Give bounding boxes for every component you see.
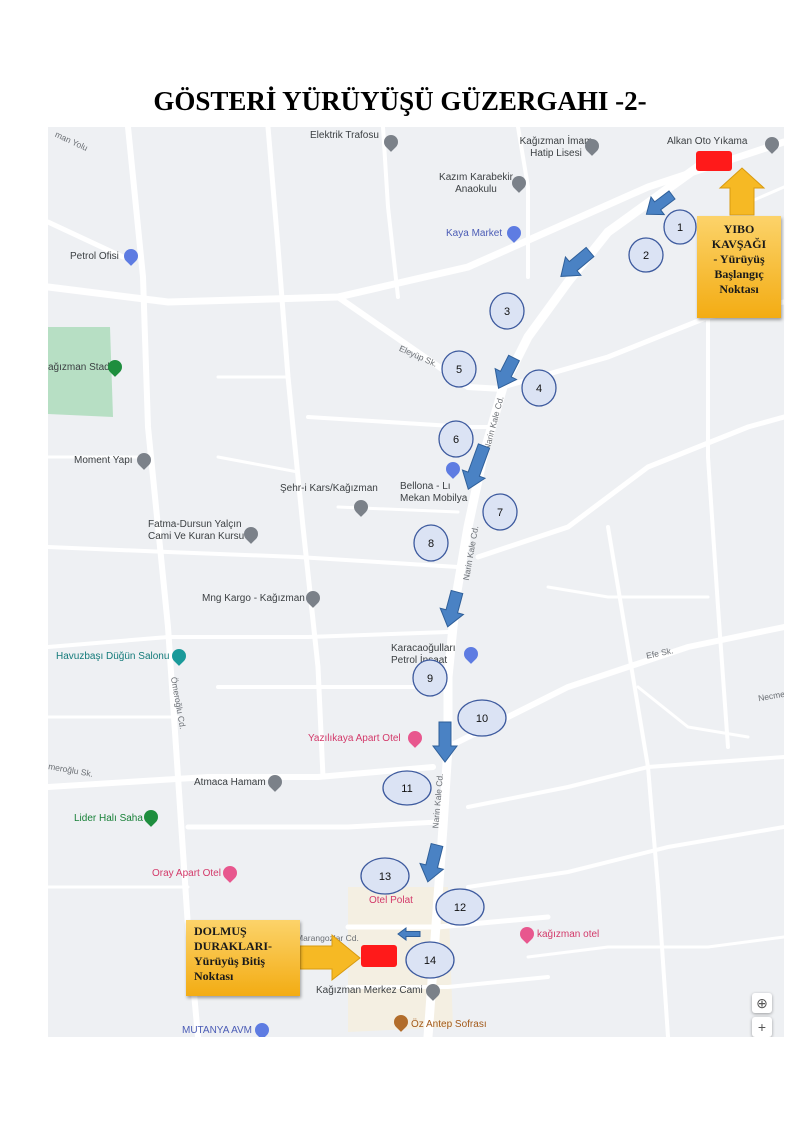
route-arrow-5 xyxy=(439,589,465,628)
step-number: 13 xyxy=(379,871,391,883)
step-marker-10[interactable] xyxy=(457,699,507,737)
step-marker-12[interactable] xyxy=(435,888,485,926)
callout-pointers xyxy=(299,167,766,982)
place-label-oray-apart: Oray Apart Otel xyxy=(152,868,221,879)
place-label-imam-hatip: Kağızman İmam Hatip Lisesi xyxy=(519,136,593,159)
step-marker-7[interactable] xyxy=(482,493,518,531)
step-marker-1[interactable] xyxy=(663,209,697,245)
route-arrow-8 xyxy=(397,927,421,941)
start-callout-line: Başlangıç xyxy=(714,267,764,281)
route-arrow-1 xyxy=(645,190,676,216)
step-marker-6[interactable] xyxy=(438,420,474,458)
place-label-kaya-market: Kaya Market xyxy=(446,228,503,239)
route-arrows xyxy=(397,190,676,941)
start-callout-line: Noktası xyxy=(719,282,759,296)
place-label-mutanya: MUTANYA AVM xyxy=(182,1025,253,1036)
step-marker-2[interactable] xyxy=(628,237,664,273)
end-pointer-arrow xyxy=(299,933,361,982)
step-marker-3[interactable] xyxy=(489,292,525,330)
step-marker-13[interactable] xyxy=(360,857,410,895)
step-number: 9 xyxy=(427,673,433,685)
start-callout-line: YIBO xyxy=(723,222,755,236)
place-label-yazilikaya: Yazılıkaya Apart Otel xyxy=(308,733,401,744)
route-arrow-6 xyxy=(432,721,458,763)
step-marker-9[interactable] xyxy=(412,659,448,697)
end-point-marker[interactable] xyxy=(361,945,397,967)
step-number: 5 xyxy=(456,364,462,376)
start-point-marker[interactable] xyxy=(696,151,732,171)
step-marker-4[interactable] xyxy=(521,369,557,407)
zoom-in-button[interactable]: + xyxy=(752,1017,772,1037)
place-label-merkez-cami: Kağızman Merkez Cami xyxy=(316,985,423,996)
start-callout-line: - Yürüyüş xyxy=(713,252,765,266)
step-marker-8[interactable] xyxy=(413,524,449,562)
place-label-elektrik-trafosu: Elektrik Trafosu xyxy=(310,130,379,141)
step-number: 11 xyxy=(401,783,412,795)
step-marker-14[interactable] xyxy=(405,941,455,979)
step-marker-5[interactable] xyxy=(441,350,477,388)
place-label-havuzbasi: Havuzbaşı Düğün Salonu xyxy=(56,651,170,662)
route-arrow-4 xyxy=(461,443,491,491)
step-number: 3 xyxy=(504,306,510,318)
route-arrow-2 xyxy=(560,246,595,277)
street-label-marangozlar: Marangozlar Cd. xyxy=(296,933,359,943)
place-label-bellona: Bellona - Lı Mekan Mobilya xyxy=(400,481,468,504)
start-pointer-arrow xyxy=(718,167,766,216)
step-number: 10 xyxy=(476,713,488,725)
place-label-fatma-dursun: Fatma-Dursun Yalçın Cami Ve Kuran Kursu xyxy=(148,519,245,542)
place-label-otel-polat: Otel Polat xyxy=(369,895,413,906)
end-callout-line: Yürüyüş Bitiş xyxy=(194,954,266,968)
place-label-kagizman-otel: kağızman otel xyxy=(537,929,600,940)
place-label-sehri-kars: Şehr-i Kars/Kağızman xyxy=(280,483,378,494)
locate-me-icon[interactable]: ⊕ xyxy=(752,993,772,1013)
place-label-kagizman-stadi: ağızman Stadı xyxy=(48,362,113,373)
route-step-numbers: 1 2 3 4 5 6 7 8 9 10 11 12 13 14 xyxy=(379,222,683,967)
end-callout-line: DOLMUŞ xyxy=(194,924,247,938)
route-arrow-7 xyxy=(419,842,445,883)
start-callout-line: KAVŞAĞI xyxy=(711,237,767,251)
step-number: 14 xyxy=(424,955,436,967)
route-arrow-3 xyxy=(494,354,521,390)
step-number: 2 xyxy=(643,250,649,262)
step-number: 8 xyxy=(428,538,434,550)
step-number: 12 xyxy=(454,902,466,914)
step-marker-11[interactable] xyxy=(382,770,432,806)
stadium-park xyxy=(48,327,113,417)
end-callout: DOLMUŞ DURAKLARI- Yürüyüş Bitiş Noktası xyxy=(186,920,300,996)
place-label-oz-antep: Öz Antep Sofrası xyxy=(411,1019,487,1030)
end-callout-line: DURAKLARI- xyxy=(194,939,272,953)
step-number: 4 xyxy=(536,383,542,395)
end-callout-line: Noktası xyxy=(194,969,234,983)
place-label-atmaca-hamam: Atmaca Hamam xyxy=(194,777,266,788)
step-number: 1 xyxy=(677,222,683,234)
step-number: 7 xyxy=(497,507,503,519)
step-number: 6 xyxy=(453,434,459,446)
route-steps xyxy=(360,209,697,979)
place-label-petrol-ofisi: Petrol Ofisi xyxy=(70,251,119,262)
place-label-mng-kargo: Mng Kargo - Kağızman xyxy=(202,593,305,604)
place-label-lider-hali: Lider Halı Saha xyxy=(74,813,143,824)
start-callout: YIBO KAVŞAĞI - Yürüyüş Başlangıç Noktası xyxy=(697,216,781,318)
place-label-alkan-oto: Alkan Oto Yıkama xyxy=(667,136,748,147)
page-title: GÖSTERİ YÜRÜYÜŞÜ GÜZERGAHI -2- xyxy=(153,86,647,116)
place-label-kazim-karabekir: Kazım Karabekir Anaokulu xyxy=(439,172,513,195)
place-label-moment-yapi: Moment Yapı xyxy=(74,455,133,466)
